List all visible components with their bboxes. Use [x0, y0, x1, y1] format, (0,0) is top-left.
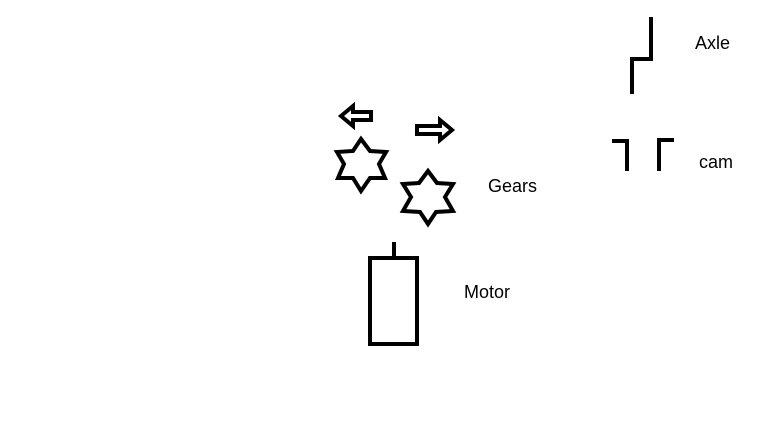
gears: Gears	[333, 135, 537, 228]
gear-star-icon	[399, 167, 457, 228]
axle: Axle	[630, 17, 730, 94]
cam: cam	[612, 138, 733, 172]
direction-arrows	[337, 101, 456, 145]
axle-label: Axle	[695, 33, 730, 53]
motor-body	[368, 256, 419, 346]
arrow-left-icon	[337, 101, 373, 131]
cam-right-bracket	[657, 138, 674, 171]
gears-label: Gears	[488, 176, 537, 196]
axle-shape	[630, 17, 653, 94]
arrow-right-icon	[415, 115, 456, 145]
gear-star-icon	[333, 135, 390, 195]
motor: Motor	[368, 242, 510, 346]
cam-label: cam	[699, 152, 733, 172]
motor-label: Motor	[464, 282, 510, 302]
cam-left-bracket	[612, 139, 629, 171]
